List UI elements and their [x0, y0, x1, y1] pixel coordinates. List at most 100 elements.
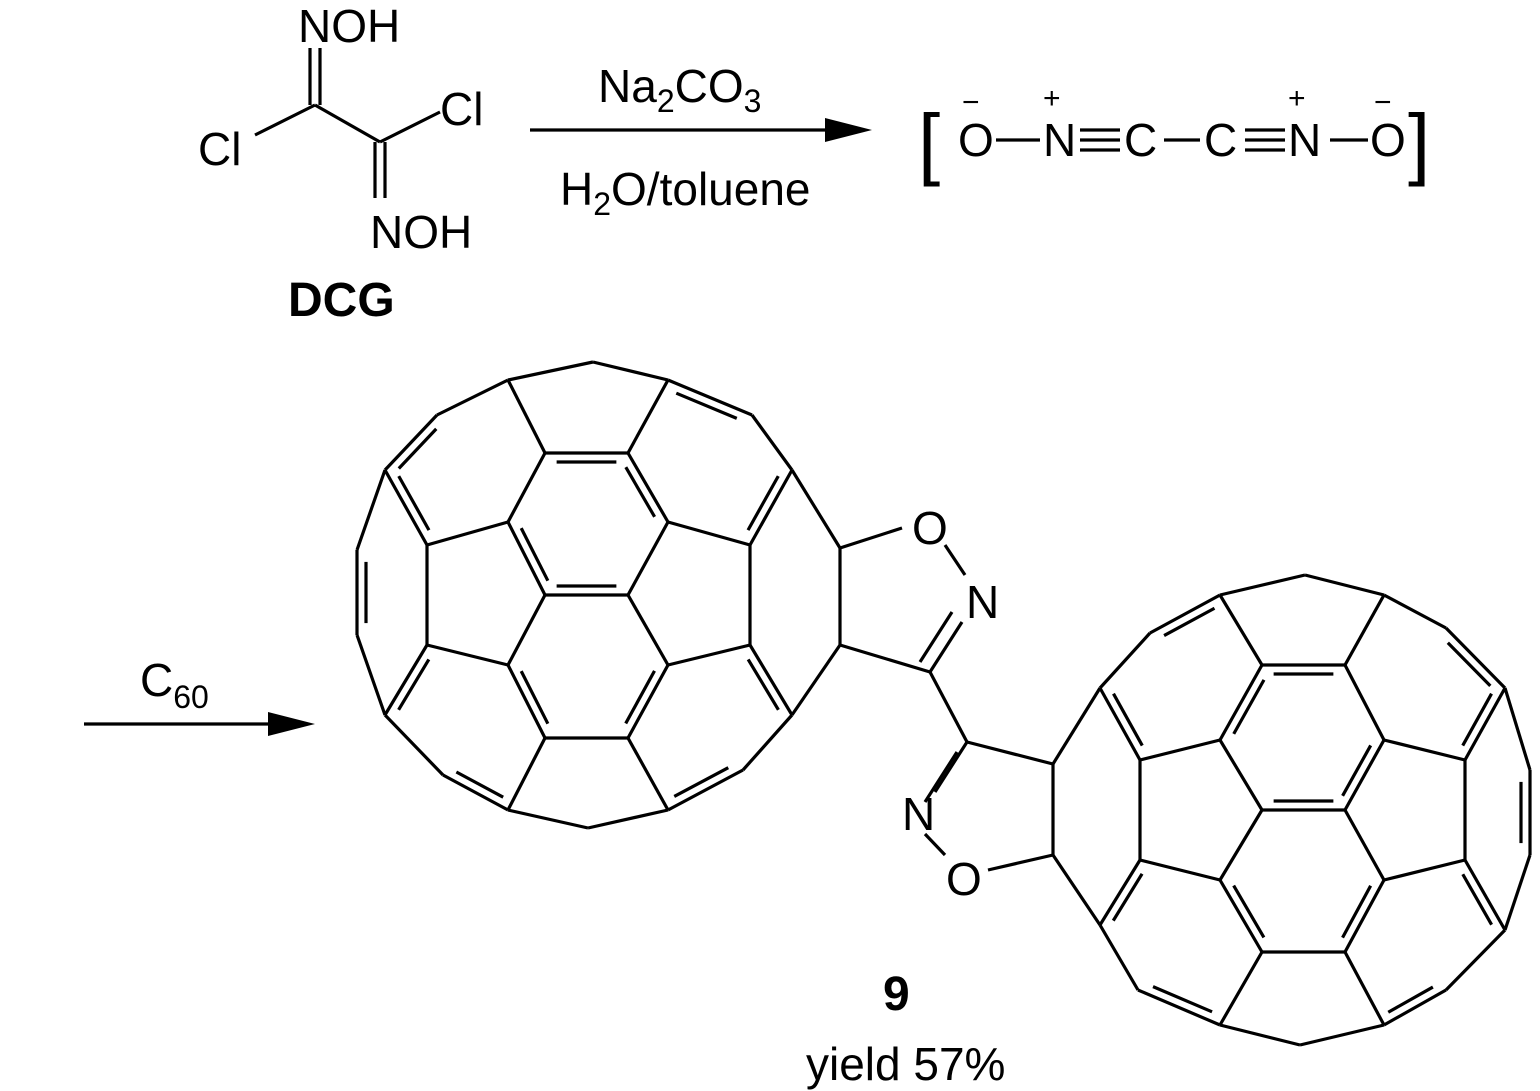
cage-bond	[355, 634, 387, 716]
cage-bond	[426, 520, 509, 547]
arrow-1-head	[825, 118, 872, 142]
cage-bond	[1051, 854, 1102, 926]
cage-bond	[1444, 626, 1507, 690]
cage-bond	[748, 644, 794, 716]
cage-bond	[741, 713, 794, 772]
dcg-structure: NOH Cl Cl NOH DCG	[198, 0, 483, 327]
cage-bond	[1383, 738, 1466, 762]
cage-double-bond-inner	[1446, 641, 1492, 688]
bracket-right: ]	[1408, 98, 1430, 187]
dcg-compound-label: DCG	[288, 274, 395, 327]
cage-double-bond-inner	[1163, 606, 1216, 637]
ring1-bond-n-c-b	[918, 611, 954, 663]
cage-double-bond-inner	[624, 466, 656, 518]
ring1-bond-c-c	[839, 643, 931, 674]
cage-double-bond-inner	[746, 658, 780, 711]
cage-bond	[1463, 859, 1507, 931]
bond-c1-cl	[254, 103, 316, 137]
ring2-bond-o-c	[987, 853, 1054, 872]
ring2-n: N	[902, 788, 935, 840]
cage-bond	[667, 520, 751, 547]
reaction-arrow-1: Na2CO3 H2O/toluene	[530, 60, 872, 222]
cage-double-bond-inner	[1341, 744, 1373, 797]
cage-double-bond-inner	[673, 766, 730, 798]
cage-bond	[1139, 858, 1221, 882]
cage-bond	[436, 378, 509, 417]
cage-bond	[626, 452, 670, 523]
cage-bond	[592, 360, 669, 382]
product-number: 9	[883, 968, 910, 1021]
cage-bond	[626, 379, 670, 454]
cage-double-bond-inner	[397, 427, 438, 470]
cage-bond	[667, 768, 744, 812]
cage-double-bond-inner	[1232, 884, 1266, 939]
cage-bond	[750, 414, 794, 471]
cage-double-bond-inner	[624, 670, 656, 725]
intermediate-c-right: C	[1204, 114, 1237, 166]
cage-bond	[1051, 687, 1102, 765]
ring1-bond-c-o	[839, 526, 903, 550]
cage-double-bond-inner	[519, 527, 550, 582]
cage-bond	[626, 521, 670, 596]
cage-bond	[790, 469, 842, 549]
cage-bond	[1137, 988, 1221, 1027]
cage-bond	[1219, 1023, 1301, 1047]
intermediate-c-left: C	[1124, 114, 1157, 166]
cage-bond	[667, 378, 753, 417]
cage-bond	[1463, 687, 1507, 761]
cage-bond	[355, 469, 387, 551]
cage-bond	[1218, 664, 1264, 741]
intermediate-n-left: N	[1043, 114, 1076, 166]
cage-double-bond-inner	[455, 770, 504, 799]
intermediate-o-right: O	[1370, 114, 1406, 166]
cage-bond	[1383, 858, 1466, 882]
dcg-cl-right: Cl	[440, 83, 483, 135]
fullerene-left	[355, 360, 842, 830]
cage-double-bond-inner	[675, 391, 738, 420]
step1-solvent: H2O/toluene	[560, 163, 811, 222]
cage-double-bond-inner	[1461, 873, 1493, 926]
cage-bond	[1218, 739, 1264, 811]
cage-bond	[506, 594, 547, 666]
cage-bond	[1098, 687, 1142, 761]
dcg-noh-bottom: NOH	[370, 206, 472, 258]
cage-bond	[1218, 594, 1264, 666]
cage-bond	[626, 594, 670, 666]
step2-reagent: C60	[140, 654, 209, 715]
cage-bond	[626, 737, 670, 811]
cage-bond	[1343, 951, 1386, 1026]
cage-bond	[383, 469, 429, 546]
cage-bond	[426, 643, 509, 667]
cage-bond	[506, 737, 547, 811]
step1-reagent: Na2CO3	[598, 60, 761, 119]
reaction-arrow-2: C60	[84, 654, 315, 736]
cage-bond	[1098, 924, 1140, 991]
cage-bond	[1503, 687, 1532, 771]
ring2-bond-c-c	[966, 740, 1054, 766]
cage-bond	[506, 379, 547, 454]
ring1-n: N	[966, 576, 999, 628]
cage-bond	[626, 664, 670, 739]
fullerene-right	[1051, 573, 1532, 1047]
cage-bond	[1343, 809, 1386, 881]
ring2-bond-c-n-a	[933, 741, 969, 793]
cage-bond	[1343, 594, 1386, 666]
cage-bond	[1503, 854, 1532, 931]
cage-bond	[1343, 739, 1386, 811]
cage-bond	[1218, 879, 1264, 953]
cage-double-bond-inner	[1152, 985, 1213, 1014]
cage-bond	[790, 644, 842, 716]
cage-bond	[383, 713, 445, 777]
cage-bond	[748, 469, 794, 546]
bond-c2-cl	[379, 110, 441, 144]
cage-bond	[1444, 928, 1507, 992]
product-structure: O N N O 9 yield 57%	[355, 360, 1532, 1090]
charge-plus-right: +	[1288, 82, 1306, 115]
charge-minus-right: −	[1374, 86, 1392, 119]
cage-double-bond-inner	[1112, 692, 1144, 747]
cage-double-bond-inner	[1341, 885, 1373, 939]
cage-bond	[383, 413, 439, 472]
cage-bond	[506, 521, 547, 596]
isoxazoline-ring-2: N O	[902, 740, 1054, 905]
